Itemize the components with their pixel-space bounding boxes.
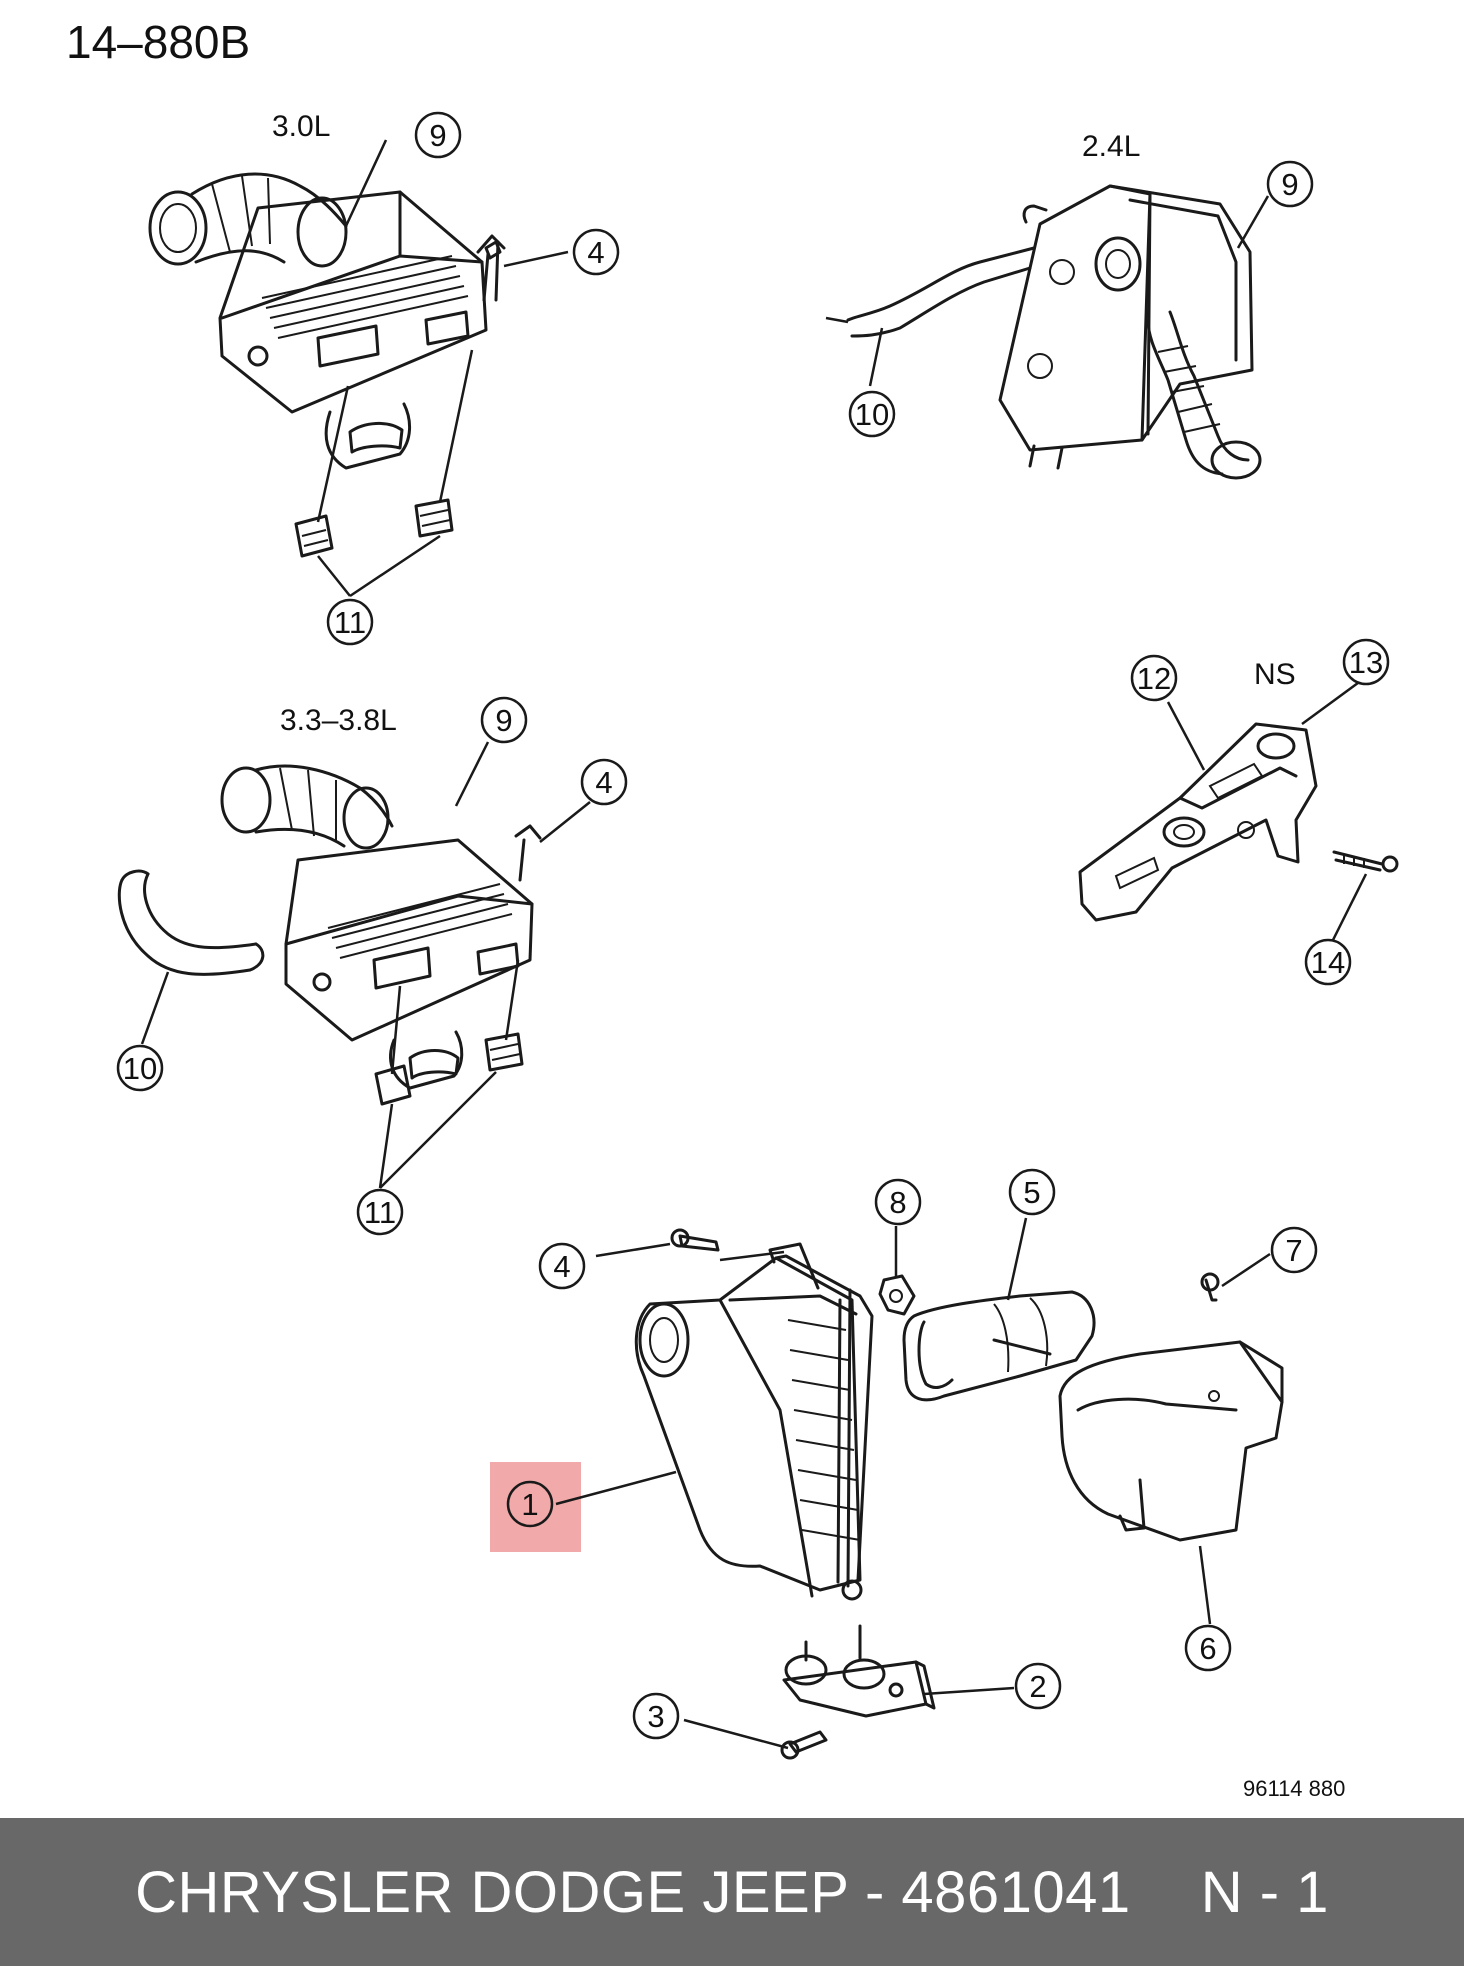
svg-text:5: 5: [1023, 1175, 1040, 1210]
svg-text:9: 9: [1281, 167, 1298, 202]
leader-line: [378, 1071, 497, 1189]
leader-line: [454, 741, 490, 807]
svg-text:14: 14: [1311, 945, 1345, 980]
leader-line: [316, 385, 350, 523]
callout-8: 8: [874, 1178, 922, 1226]
engine-label-3-3-3-8l: 3.3–3.8L: [280, 704, 397, 737]
leader-line: [595, 1242, 671, 1258]
svg-text:2: 2: [1029, 1669, 1046, 1704]
parts-diagram: 14–880B 3.0L 2.4L 3.3–3.8L NS 96114 880: [66, 16, 1399, 1801]
svg-text:11: 11: [334, 605, 366, 640]
leader-line: [438, 349, 474, 503]
svg-text:8: 8: [889, 1185, 906, 1220]
engine-label-3-0l: 3.0L: [272, 110, 330, 143]
leader-line: [923, 1686, 1015, 1696]
svg-text:7: 7: [1285, 1233, 1302, 1268]
diagram-position-text: N - 1: [1200, 1859, 1329, 1925]
callout-4: 4: [538, 1242, 586, 1290]
callout-6: 6: [1184, 1624, 1232, 1672]
leader-line: [390, 985, 402, 1075]
callout-5: 5: [1008, 1168, 1056, 1216]
callout-4: 4: [572, 228, 620, 276]
callout-4: 4: [580, 758, 628, 806]
leader-line: [825, 316, 849, 324]
callout-13: 13: [1342, 638, 1390, 686]
callout-14: 14: [1304, 938, 1352, 986]
callout-9: 9: [1266, 160, 1314, 208]
leader-line: [140, 971, 170, 1045]
callout-3: 3: [632, 1692, 680, 1740]
callout-10: 10: [848, 390, 896, 438]
leader-line: [1301, 678, 1363, 726]
diagram-ref-code: 96114 880: [1243, 1776, 1345, 1801]
leader-line: [1166, 701, 1206, 771]
highlight-box: [490, 1462, 581, 1552]
air-cleaner-3-3-3-8l-drawing: [117, 764, 542, 1106]
callout-10: 10: [116, 1044, 164, 1092]
leader-line: [503, 250, 569, 268]
callout-9: 9: [414, 111, 462, 159]
callout-11: 11: [356, 1188, 404, 1236]
callout-2: 2: [1014, 1662, 1062, 1710]
leader-line: [1006, 1217, 1028, 1301]
air-cleaner-2-4l-drawing: [846, 184, 1262, 480]
leader-line: [1236, 195, 1270, 249]
leader-line: [1198, 1545, 1212, 1625]
svg-text:1: 1: [521, 1487, 538, 1522]
part-info-footer: CHRYSLER DODGE JEEP - 4861041 N - 1: [0, 1818, 1464, 1966]
leader-line: [1221, 1252, 1271, 1288]
part-number-text: CHRYSLER DODGE JEEP - 4861041: [135, 1859, 1131, 1925]
svg-text:10: 10: [855, 397, 889, 432]
leader-line: [317, 534, 441, 598]
engine-label-2-4l: 2.4L: [1082, 130, 1140, 163]
svg-text:12: 12: [1137, 661, 1171, 696]
leader-line: [683, 1718, 789, 1750]
leader-line: [504, 959, 520, 1041]
engine-label-ns: NS: [1254, 658, 1296, 691]
callout-7: 7: [1270, 1226, 1318, 1274]
air-cleaner-main-drawing: [634, 1228, 1284, 1760]
leader-line: [719, 1250, 785, 1262]
callout-11: 11: [326, 598, 374, 646]
svg-text:4: 4: [595, 765, 612, 800]
callout-12: 12: [1130, 654, 1178, 702]
svg-text:6: 6: [1199, 1631, 1216, 1666]
svg-text:4: 4: [587, 235, 604, 270]
leader-line: [868, 327, 884, 387]
svg-text:9: 9: [495, 703, 512, 738]
callout-1: 1: [506, 1480, 554, 1528]
leader-line: [344, 139, 388, 227]
svg-text:4: 4: [553, 1249, 570, 1284]
air-cleaner-3-0l-drawing: [148, 172, 506, 558]
bracket-ns-drawing: [1078, 722, 1399, 922]
svg-text:10: 10: [123, 1051, 157, 1086]
svg-text:11: 11: [364, 1195, 396, 1230]
svg-text:9: 9: [429, 118, 446, 153]
figure-id: 14–880B: [66, 16, 250, 68]
svg-text:3: 3: [647, 1699, 664, 1734]
svg-text:13: 13: [1349, 645, 1383, 680]
leader-line: [539, 801, 591, 843]
leader-line: [555, 1470, 677, 1506]
leader-line: [1326, 873, 1368, 951]
callout-9: 9: [480, 696, 528, 744]
